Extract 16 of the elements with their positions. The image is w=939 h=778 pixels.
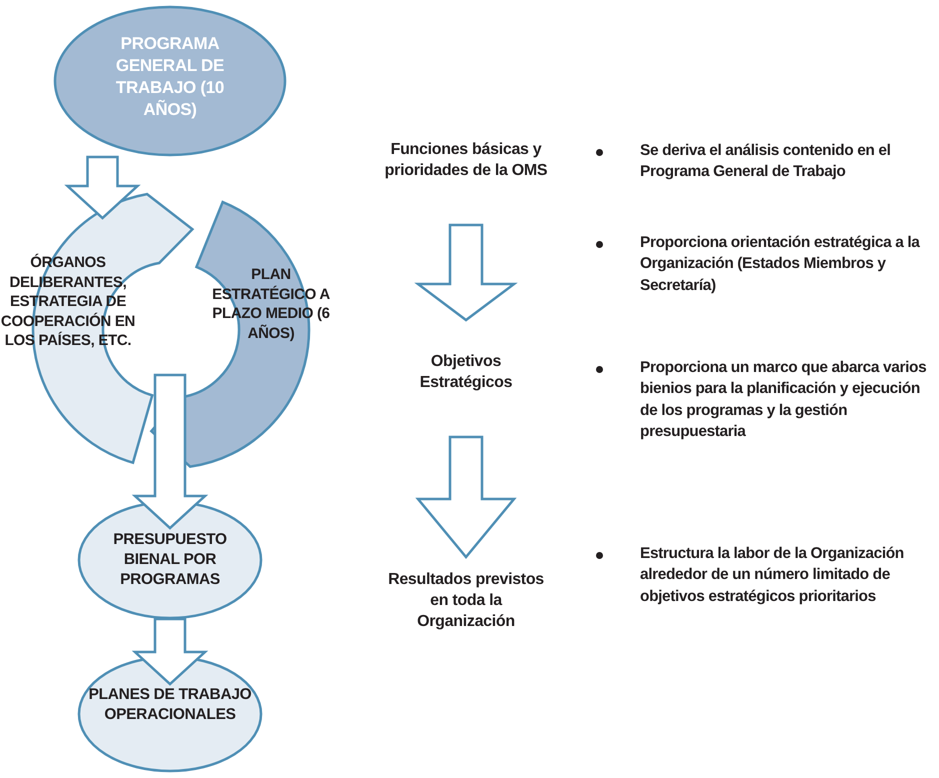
stage-label: Objetivos Estratégicos xyxy=(418,352,514,393)
block-arrow xyxy=(132,618,208,686)
node-label: PROGRAMA GENERAL DE TRABAJO (10 AÑOS) xyxy=(114,33,226,122)
block-arrow xyxy=(415,436,517,559)
node-label: PLANES DE TRABAJO OPERACIONALES xyxy=(88,685,252,726)
bullet-text: Se deriva el análisis contenido en el Programa General de Trabajo xyxy=(640,141,892,182)
node-label: PRESUPUESTO BIENAL POR PROGRAMAS xyxy=(112,530,228,590)
block-arrow xyxy=(414,224,518,322)
bullet-text: Proporciona un marco que abarca varios bienios para la planificación y ejecución de los programas y la gestión presupuestaria xyxy=(640,358,928,442)
stage-label: Funciones básicas y prioridades de la OMS xyxy=(384,140,548,181)
bullet-text: Estructura la labor de la Organización alrededor de un número limitado de objetivos estratégicos prioritarios xyxy=(640,544,905,607)
block-arrow xyxy=(132,374,208,530)
block-arrow xyxy=(64,156,141,220)
bullet-text: Proporciona orientación estratégica a la Organización (Estados Miembros y Secretaría) xyxy=(640,233,921,296)
node-label: PLAN ESTRATÉGICO A PLAZO MEDIO (6 AÑOS) xyxy=(211,265,331,343)
stage-label: Resultados previstos en toda la Organización xyxy=(387,570,545,632)
